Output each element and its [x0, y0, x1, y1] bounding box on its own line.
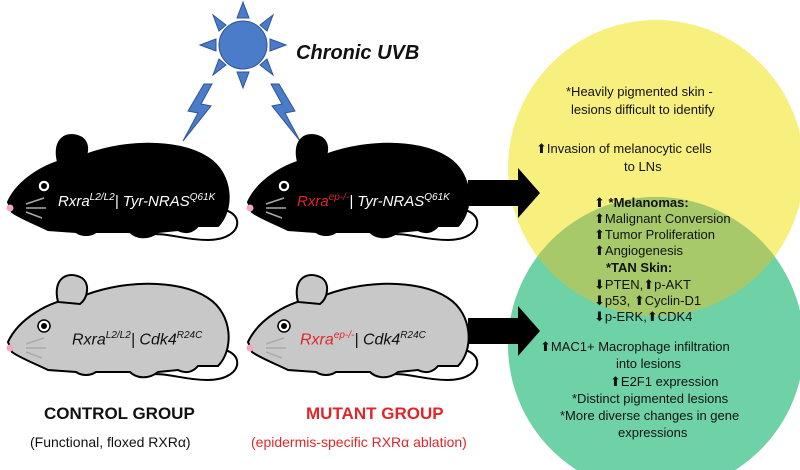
- mouse-ear: [55, 134, 88, 166]
- arrow-to-top-circle: [468, 168, 540, 218]
- venn-overlap: [508, 197, 800, 316]
- up-arrow-icon: ⬆: [594, 243, 605, 258]
- mouse-nose: [246, 204, 254, 212]
- up-arrow-icon: ⬆: [633, 293, 645, 308]
- mouse-whisker: [265, 337, 285, 345]
- control-group-subtitle: (Functional, floxed RXRα): [30, 434, 191, 450]
- mouse-whisker: [25, 211, 43, 219]
- mouse-tail: [135, 206, 239, 242]
- mouse-whisker: [25, 337, 45, 345]
- down-arrow-icon: ⬇: [594, 293, 605, 308]
- venn-mid-melanomas: ⬆ *Melanomas:: [594, 195, 689, 210]
- venn-bottom-line4: *Distinct pigmented lesions: [572, 391, 729, 406]
- mouse-mutant-gray: [246, 274, 479, 382]
- mouse-whisker: [265, 197, 285, 205]
- mouse-mutant-black: [246, 134, 479, 242]
- mouse-label-control-cdk4: RxraL2/L2| Cdk4R24C: [72, 330, 203, 349]
- mouse-label-control-ras: RxraL2/L2| Tyr-NRASQ61K: [58, 192, 216, 210]
- up-arrow-icon: ⬆: [536, 141, 547, 156]
- venn-top-line2: lesions difficult to identify: [571, 102, 715, 117]
- up-arrow-icon: ⬆: [646, 309, 658, 324]
- sun-icon: [198, 0, 288, 90]
- venn-mid-t2: ⬇p53, ⬆Cyclin-D1: [594, 293, 702, 308]
- venn-top-line3: ⬆Invasion of melanocytic cells: [536, 141, 712, 156]
- venn-bottom-line6: expressions: [618, 425, 688, 440]
- mouse-pupil: [281, 183, 287, 189]
- venn-mid-t1: ⬇PTEN,⬆p-AKT: [594, 277, 691, 292]
- mouse-pupil: [281, 323, 287, 329]
- venn-mid-t3: ⬇p-ERK,⬆CDK4: [594, 309, 693, 324]
- venn-mid-m3: ⬆Angiogenesis: [594, 243, 683, 258]
- mouse-whisker: [25, 197, 45, 205]
- venn-bottom-line2: into lesions: [616, 356, 682, 371]
- mouse-whisker: [265, 211, 283, 219]
- mouse-tail: [375, 346, 479, 382]
- up-arrow-icon: ⬆: [540, 339, 551, 354]
- mouse-label-mutant-ras: Rxraep-/-| Tyr-NRASQ61K: [297, 192, 450, 210]
- mouse-pupil: [41, 183, 47, 189]
- venn-bottom-line5: *More diverse changes in gene: [560, 408, 740, 423]
- mouse-ear: [295, 134, 328, 166]
- mouse-control-black: [6, 134, 239, 242]
- uvb-bolt-left: [182, 83, 213, 142]
- venn-mid-m1: ⬆Malignant Conversion: [594, 211, 731, 226]
- venn-bottom-line3: ⬆E2F1 expression: [610, 374, 719, 389]
- venn-bottom-line1: ⬆MAC1+ Macrophage infiltration: [540, 339, 730, 354]
- venn-top-line1: *Heavily pigmented skin -: [566, 84, 713, 99]
- mouse-nose: [6, 344, 14, 352]
- uvb-bolt-right: [270, 83, 301, 142]
- venn-mid-m2: ⬆Tumor Proliferation: [594, 227, 715, 242]
- down-arrow-icon: ⬇: [594, 277, 605, 292]
- mutant-group-title: MUTANT GROUP: [306, 404, 444, 423]
- control-group-title: CONTROL GROUP: [44, 404, 195, 423]
- mouse-whisker: [265, 351, 283, 359]
- up-arrow-icon: ⬆: [610, 374, 621, 389]
- mouse-control-gray: [6, 274, 239, 382]
- down-arrow-icon: ⬇: [594, 309, 605, 324]
- mouse-pupil: [41, 323, 47, 329]
- venn-mid-tan: *TAN Skin:: [606, 260, 673, 275]
- mouse-whisker: [25, 351, 43, 359]
- mutant-group-subtitle: (epidermis-specific RXRα ablation): [251, 434, 467, 450]
- arrow-to-bottom-circle: [468, 306, 540, 356]
- up-arrow-icon: ⬆: [594, 227, 605, 242]
- mouse-ear: [55, 274, 88, 306]
- mouse-ear: [295, 274, 328, 306]
- up-arrow-icon: ⬆: [594, 211, 605, 226]
- mouse-tail: [375, 206, 479, 242]
- mouse-label-mutant-cdk4: Rxraep-/-| Cdk4R24C: [300, 330, 426, 349]
- mouse-nose: [246, 344, 254, 352]
- mouse-nose: [6, 204, 14, 212]
- mouse-tail: [135, 346, 239, 382]
- up-arrow-icon: ⬆: [643, 277, 655, 292]
- chronic-uvb-title: Chronic UVB: [296, 42, 420, 64]
- up-arrow-icon: ⬆: [594, 195, 605, 210]
- venn-top-line4: to LNs: [624, 159, 662, 174]
